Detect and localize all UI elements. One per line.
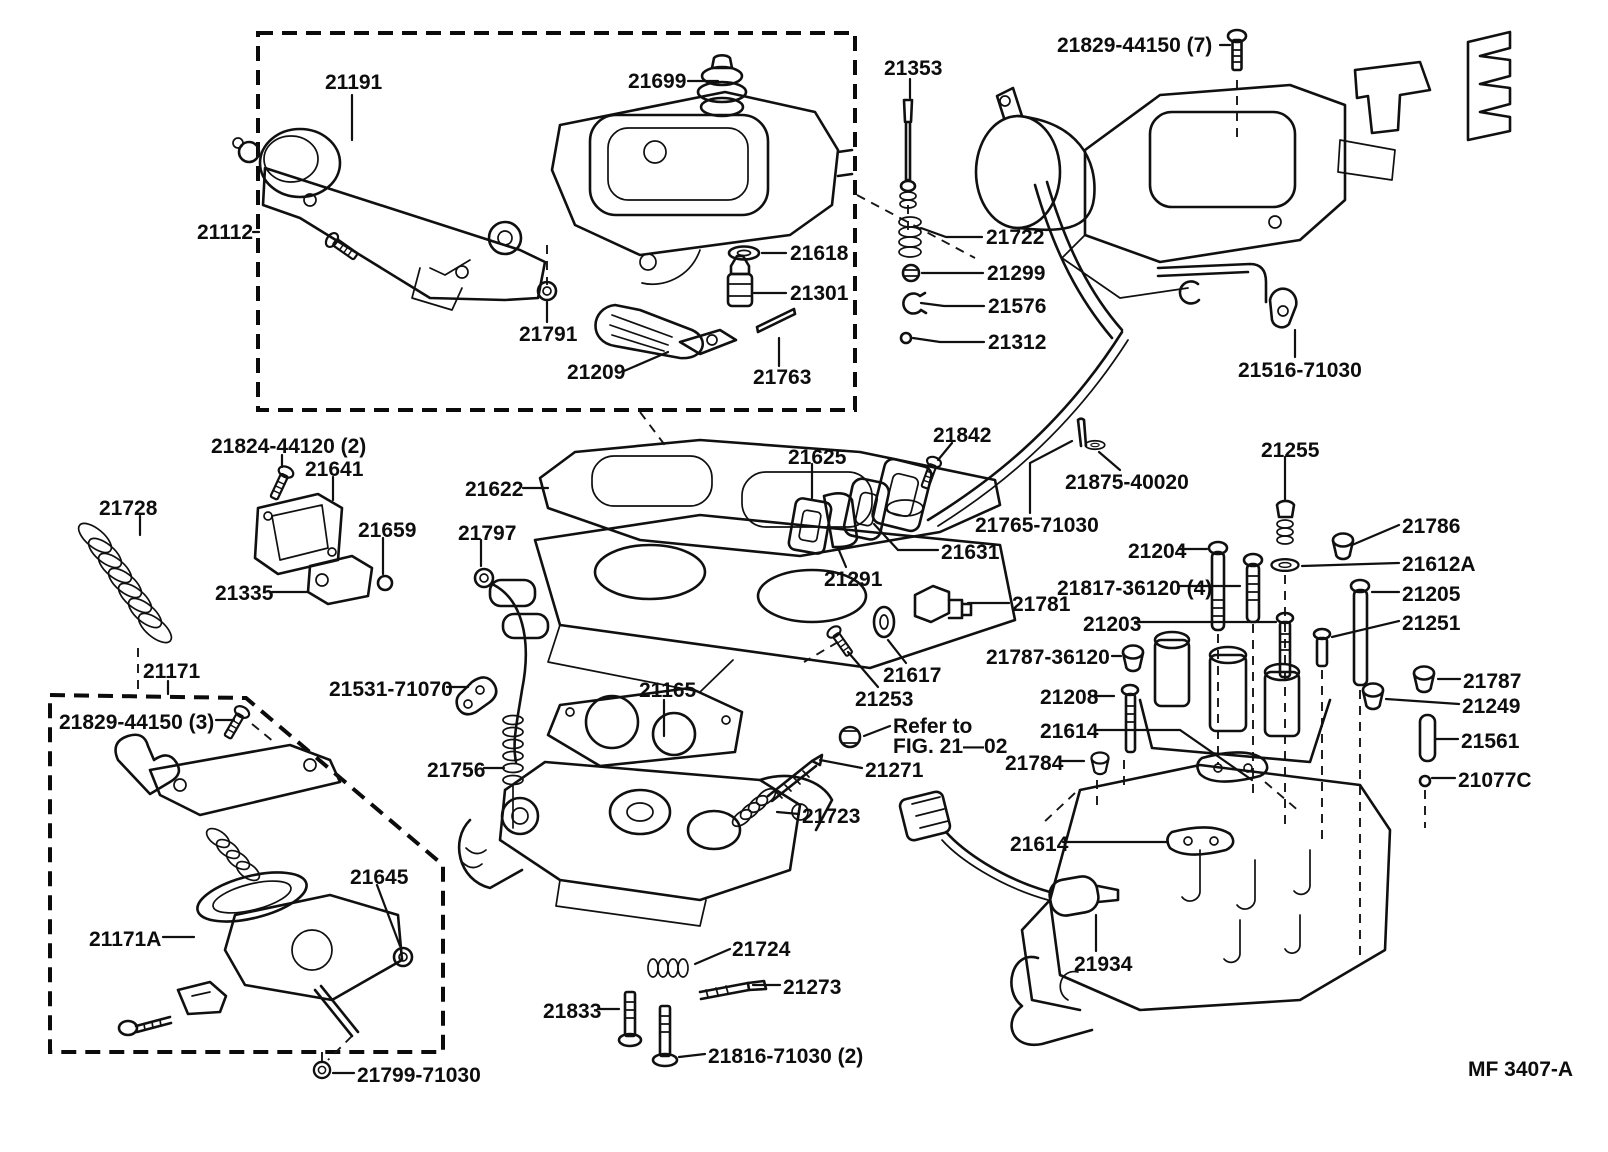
part-label-21171: 21171 [143, 660, 201, 683]
part-label-21191: 21191 [325, 71, 383, 94]
part-label-21641: 21641 [305, 458, 364, 481]
part-label-21271: 21271 [865, 759, 924, 782]
part-label-21335: 21335 [215, 582, 274, 605]
part-label-21251: 21251 [1402, 612, 1461, 635]
part-label-21699: 21699 [628, 70, 687, 93]
part-label-21797: 21797 [458, 522, 517, 545]
part-label-21756: 21756 [427, 759, 486, 782]
part-label-21659: 21659 [358, 519, 417, 542]
part-label-21516-71030: 21516-71030 [1238, 359, 1362, 382]
part-label-21724: 21724 [732, 938, 791, 961]
part-label-21614: 21614 [1010, 833, 1069, 856]
part-label-21612A: 21612A [1402, 553, 1476, 576]
part-label-21787: 21787 [1463, 670, 1522, 693]
part-label-21249: 21249 [1462, 695, 1521, 718]
part-label-21622: 21622 [465, 478, 524, 501]
bimetal-assembly-sketch [114, 676, 498, 1080]
throttle-body-sketch [457, 686, 834, 1068]
part-label-21204: 21204 [1128, 540, 1187, 563]
part-label-21765-71030: 21765-71030 [975, 514, 1099, 537]
part-label-21625: 21625 [788, 446, 847, 469]
part-label-21728: 21728 [99, 497, 158, 520]
dashed-box-bimetal [48, 692, 445, 1054]
part-label-21273: 21273 [783, 976, 842, 999]
part-label-21934: 21934 [1074, 953, 1133, 976]
part-label-21722: 21722 [986, 226, 1045, 249]
part-label-21817-36120-4-: 21817-36120 (4) [1057, 577, 1213, 600]
main-body-and-gaskets-sketch [77, 438, 1017, 828]
part-label-21112: 21112 [197, 221, 254, 244]
part-label-21291: 21291 [824, 568, 883, 591]
part-label-21791: 21791 [519, 323, 578, 346]
part-label-21205: 21205 [1402, 583, 1461, 606]
figure-code: MF 3407-A [1468, 1058, 1574, 1081]
part-label-21561: 21561 [1461, 730, 1520, 753]
part-label-21799-71030: 21799-71030 [357, 1064, 481, 1087]
part-label-21255: 21255 [1261, 439, 1320, 462]
part-label-21576: 21576 [988, 295, 1047, 318]
part-label-21165: 21165 [639, 679, 697, 702]
part-label-21077C: 21077C [1458, 769, 1532, 792]
part-label-21208: 21208 [1040, 686, 1099, 709]
part-label-21531-71070: 21531-71070 [329, 678, 453, 701]
part-label-21833: 21833 [543, 1000, 602, 1023]
part-label-21299: 21299 [987, 262, 1046, 285]
part-label-21203: 21203 [1083, 613, 1142, 636]
part-label-21842: 21842 [933, 424, 992, 447]
part-label-21763: 21763 [753, 366, 812, 389]
part-label-21618: 21618 [790, 242, 849, 265]
part-label-21645: 21645 [350, 866, 409, 889]
note-refer-line1: Refer to [893, 715, 973, 738]
part-label-21723: 21723 [802, 805, 861, 828]
part-label-21829-44150-3-: 21829-44150 (3) [59, 711, 215, 734]
part-label-21209: 21209 [567, 361, 626, 384]
part-label-21171A: 21171A [89, 928, 162, 951]
part-label-21614: 21614 [1040, 720, 1099, 743]
part-label-21829-44150-7-: 21829-44150 (7) [1057, 34, 1213, 57]
part-label-21786: 21786 [1402, 515, 1461, 538]
part-label-21787-36120: 21787-36120 [986, 646, 1110, 669]
leader-lines [138, 43, 1462, 1075]
part-label-21301: 21301 [790, 282, 849, 305]
jet-block-and-lower-body-sketch [898, 417, 1437, 1047]
diaphragm-and-body-sketch [898, 28, 1512, 527]
part-label-21816-71030-2-: 21816-71030 (2) [708, 1045, 864, 1068]
note-refer-line2: FIG. 21—02 [893, 735, 1008, 758]
dashed-box-airhorn [256, 31, 857, 412]
part-label-21631: 21631 [941, 541, 1000, 564]
part-label-21617: 21617 [883, 664, 942, 687]
part-label-21784: 21784 [1005, 752, 1064, 775]
part-label-21312: 21312 [988, 331, 1047, 354]
part-label-21781: 21781 [1012, 593, 1071, 616]
part-label-21875-40020: 21875-40020 [1065, 471, 1189, 494]
alignment-dashes [137, 80, 1426, 1062]
part-label-21353: 21353 [884, 57, 943, 80]
part-label-21824-44120-2-: 21824-44120 (2) [211, 435, 367, 458]
air-horn-assembly-sketch [232, 53, 854, 360]
part-label-21253: 21253 [855, 688, 914, 711]
